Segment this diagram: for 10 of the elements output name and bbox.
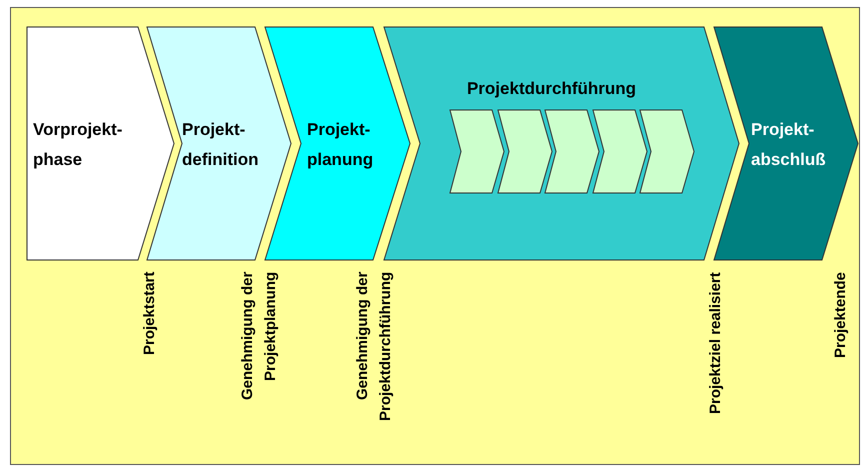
phase-label: Projekt- abschluß	[751, 119, 827, 171]
milestone-label: Projektstart	[140, 272, 159, 358]
phase-label: Vorprojekt- phase	[33, 119, 124, 171]
milestone-label: Projektziel realisiert	[706, 272, 725, 416]
phase-label: Projekt- definition	[182, 119, 260, 171]
phase-label: Projekt- planung	[307, 119, 374, 171]
milestone-label: Genehmigung der Projektdurchführung	[353, 272, 395, 424]
milestone-label: Projektende	[831, 272, 850, 360]
milestone-label: Genehmigung der Projektplanung	[238, 272, 280, 402]
phase-label: Projektdurchführung	[466, 78, 638, 100]
